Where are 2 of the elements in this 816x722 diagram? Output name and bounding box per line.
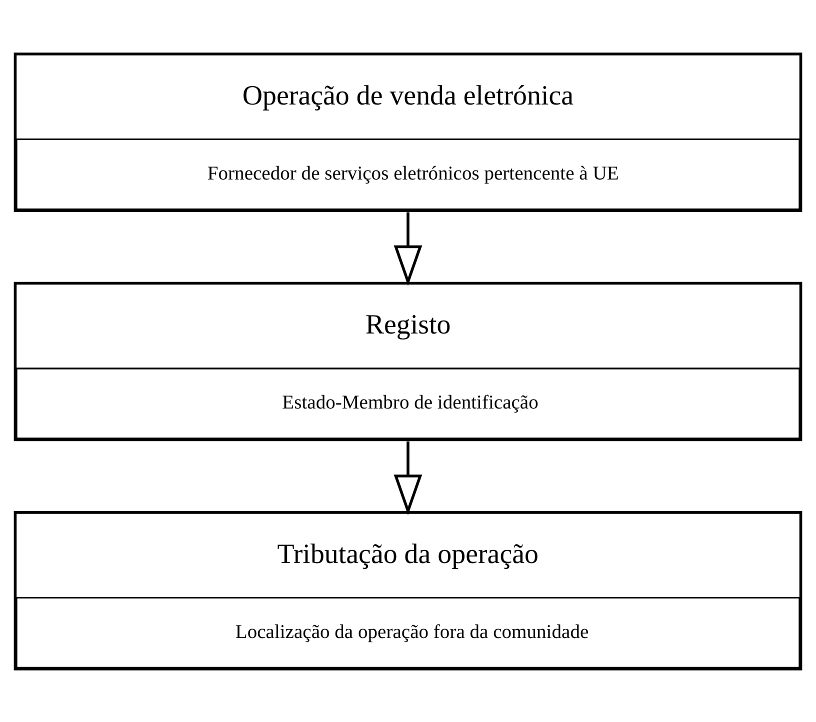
arrow [394,212,422,286]
arrow [394,440,422,515]
